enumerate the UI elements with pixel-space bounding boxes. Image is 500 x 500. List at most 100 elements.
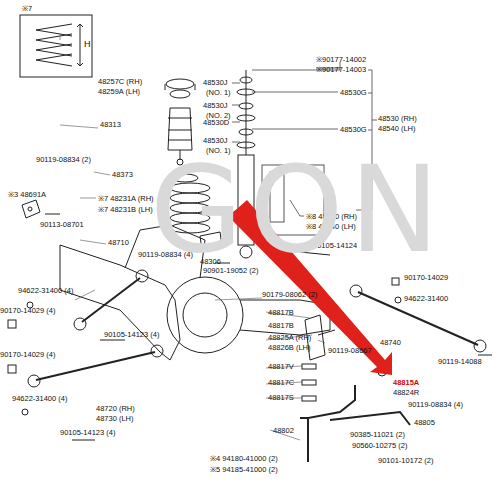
part-number: 48530G — [340, 125, 367, 134]
drawing-stroke — [45, 214, 60, 215]
drawing-stroke — [166, 79, 194, 89]
drawing-stroke — [168, 108, 192, 150]
drawing-stroke — [300, 385, 355, 462]
part-number: 48817B — [268, 308, 294, 317]
drawing-stroke — [232, 83, 240, 142]
watermark: GON — [150, 150, 445, 270]
drawing-stroke — [28, 207, 32, 211]
drawing-stroke — [302, 380, 316, 385]
part-number: ※90177-14003 — [316, 65, 366, 74]
drawing-stroke — [22, 200, 40, 218]
part-number: ※4 94180-41000 (2) — [210, 454, 278, 463]
drawing-stroke — [151, 345, 163, 357]
part-number: 94622-31400 (4) — [18, 286, 73, 295]
drawing-stroke — [395, 297, 401, 303]
part-number: 90119-08834 (4) — [408, 400, 463, 409]
part-number: 48530D — [203, 118, 229, 127]
part-number: 94622-31400 — [404, 294, 448, 303]
part-number: 90560-10275 (2) — [352, 441, 407, 450]
upper-seat — [165, 79, 195, 98]
part-number: ※90177-14002 — [316, 55, 366, 64]
drawing-stroke — [28, 375, 40, 387]
drawing-stroke — [237, 115, 255, 121]
drawing-stroke — [167, 277, 243, 353]
drawing-stroke — [8, 320, 16, 328]
drawing-stroke — [165, 84, 195, 90]
drawing-stroke — [478, 355, 492, 356]
part-number: 90170-14029 (4) — [0, 306, 55, 315]
part-number: 48313 — [100, 120, 121, 129]
part-number: 48805 — [414, 418, 435, 427]
stabilizer-bracket — [302, 315, 335, 401]
part-number: 48373 — [112, 170, 133, 179]
part-number: 48530J — [203, 136, 228, 145]
drawing-stroke — [302, 364, 316, 369]
drawing-stroke — [8, 365, 16, 373]
part-number: 90119-08667 — [328, 346, 372, 355]
part-number: ※3 48691A — [8, 190, 46, 199]
part-number: 90119-14088 — [438, 357, 482, 366]
part-number: 48740 — [380, 338, 401, 347]
drawing-stroke — [168, 118, 192, 140]
part-number: (NO. 1) — [206, 88, 231, 97]
part-number: 48540 (LH) — [378, 124, 416, 133]
drawing-stroke — [239, 129, 253, 135]
part-number: 48720 (RH) — [96, 404, 135, 413]
part-number: 48530G — [340, 88, 367, 97]
drawing-stroke — [36, 24, 72, 66]
part-number: 48730 (LH) — [96, 414, 134, 423]
part-number: 48825A (RH) — [268, 333, 311, 342]
part-number: 90170-14029 — [404, 273, 448, 282]
part-number: 48530J — [203, 101, 228, 110]
drawing-stroke — [22, 409, 28, 415]
part-number: 48824R — [393, 388, 419, 397]
part-number: 90179-08062 (2) — [262, 290, 317, 299]
drawing-stroke — [240, 77, 252, 83]
drawing-stroke — [330, 412, 410, 425]
drawing-stroke — [170, 90, 190, 98]
drawing-stroke — [82, 278, 140, 322]
drawing-stroke — [72, 340, 125, 440]
drawing-stroke — [239, 103, 253, 109]
drawing-stroke — [77, 24, 83, 66]
part-number: 48530J — [203, 78, 228, 87]
drawing-stroke — [74, 318, 86, 330]
drawing-stroke — [20, 15, 92, 77]
drawing-stroke — [136, 270, 148, 282]
part-number: 48802 — [273, 426, 294, 435]
part-number: 90119-08834 (2) — [36, 155, 91, 164]
part-number: 90105-14123 (4) — [104, 330, 159, 339]
drawing-stroke — [237, 142, 255, 148]
part-number: 48817V — [268, 362, 294, 371]
spring-inset — [20, 15, 92, 77]
part-number: 48817B — [268, 321, 294, 330]
drawing-stroke — [318, 330, 335, 335]
upper-control-arm — [74, 270, 148, 330]
part-number: 48710 — [108, 238, 129, 247]
part-number: 48817S — [268, 393, 294, 402]
part-number: 48826B (LH) — [268, 343, 311, 352]
part-number: 48259A (LH) — [98, 87, 140, 96]
part-number: ※7 48231A (RH) — [98, 194, 154, 203]
part-number: 90170-14029 (4) — [0, 350, 55, 359]
dimension-label: H — [84, 40, 91, 49]
part-number: 94622-31400 (4) — [12, 394, 67, 403]
part-number: 48257C (RH) — [98, 77, 142, 86]
bracket-48691 — [22, 200, 60, 218]
part-number: ※5 94185-41000 (2) — [210, 465, 278, 474]
part-number: 90385-11021 (2) — [350, 430, 405, 439]
part-number: ※7 48231B (LH) — [98, 205, 153, 214]
part-number: 90105-14123 (4) — [60, 428, 115, 437]
drawing-stroke — [350, 285, 362, 297]
part-number: 90101-10172 (2) — [378, 456, 433, 465]
drawing-stroke — [358, 292, 478, 345]
part-number: 48815A — [393, 378, 419, 387]
drawing-stroke — [392, 278, 399, 285]
part-number: 48530 (RH) — [378, 114, 417, 123]
drawing-stroke — [302, 396, 316, 401]
drawing-stroke — [474, 340, 486, 352]
bolts-and-nuts — [8, 252, 401, 440]
part-number: ※7 — [22, 4, 32, 13]
part-number: 48817C — [268, 378, 294, 387]
